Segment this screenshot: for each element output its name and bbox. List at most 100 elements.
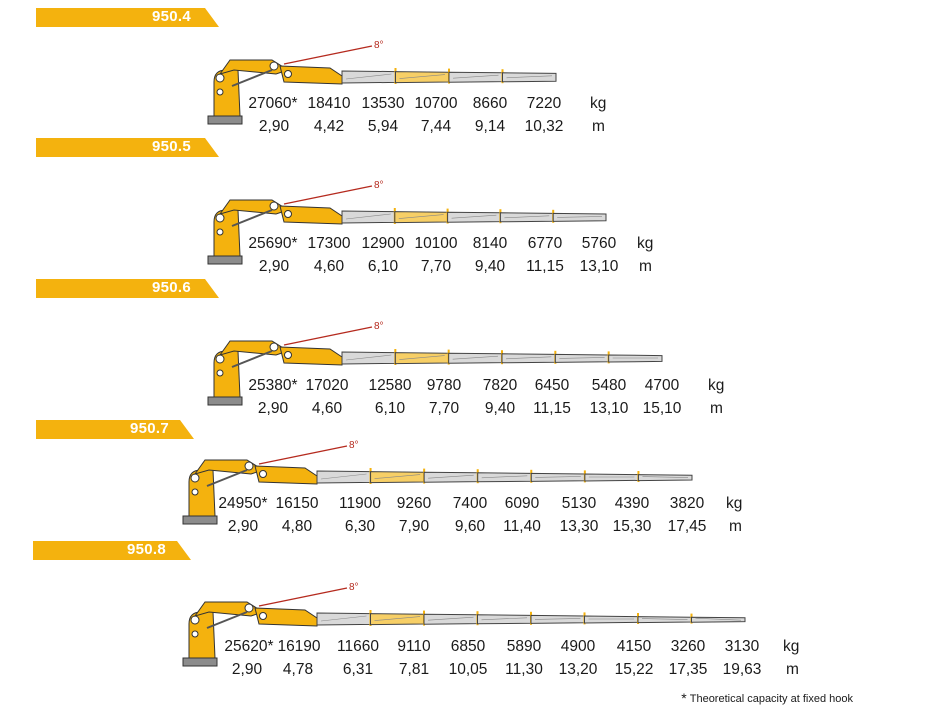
arm-joint xyxy=(269,61,279,71)
load-value: 7220 xyxy=(526,95,562,112)
crane-diagram-950-5: 8° xyxy=(207,180,607,265)
load-value: 24950* xyxy=(218,495,268,512)
reach-unit: m xyxy=(786,661,799,678)
reach-value: 13,10 xyxy=(589,400,629,417)
load-unit: kg xyxy=(590,95,607,112)
pivot-joint xyxy=(215,73,225,83)
boom-extension xyxy=(477,472,532,483)
lift-cylinder xyxy=(206,469,248,487)
pivot-joint xyxy=(215,354,225,364)
reach-value: 4,78 xyxy=(282,661,314,678)
arm-joint xyxy=(284,351,292,359)
pivot-joint xyxy=(215,213,225,223)
boom-extension xyxy=(341,70,396,84)
load-unit: kg xyxy=(708,377,725,394)
boom-hatch xyxy=(505,356,552,360)
load-value: 8140 xyxy=(472,235,508,252)
boom-hatch xyxy=(399,74,446,79)
pivot-joint xyxy=(191,630,199,638)
pivot-joint xyxy=(190,615,200,625)
load-value: 3260 xyxy=(670,638,706,655)
load-value: 27060* xyxy=(248,95,298,112)
model-label-950-6: 950.6 xyxy=(152,279,192,296)
boom-hatch xyxy=(557,216,603,218)
reach-unit: m xyxy=(592,118,605,135)
boom-hatch xyxy=(695,617,742,621)
load-value: 6450 xyxy=(534,377,570,394)
reach-value: 17,35 xyxy=(668,661,708,678)
boom-extension xyxy=(499,212,554,223)
boom-extension xyxy=(341,210,396,224)
boom-hatch xyxy=(398,214,444,219)
reach-value: 9,40 xyxy=(474,258,506,275)
reach-unit: m xyxy=(729,518,742,535)
arm-joint xyxy=(284,70,292,78)
boom-extension xyxy=(448,71,503,83)
lift-cylinder xyxy=(231,350,273,368)
boom-hatch xyxy=(374,616,421,621)
reach-value: 4,60 xyxy=(313,258,345,275)
boom-hatch xyxy=(345,354,392,361)
boom-hatch xyxy=(641,618,688,620)
reach-value: 15,22 xyxy=(614,661,654,678)
boom-extension xyxy=(447,211,501,223)
boom-extension xyxy=(448,352,503,364)
model-tab-950-5 xyxy=(36,138,219,157)
load-value: 5130 xyxy=(561,495,597,512)
boom-hatch xyxy=(374,474,421,479)
base-plate xyxy=(182,515,218,525)
footnote: *Theoretical capacity at fixed hook xyxy=(681,690,853,706)
base-plate xyxy=(182,657,218,667)
boom-extension xyxy=(608,354,663,363)
reach-value: 11,15 xyxy=(526,258,564,275)
model-tab-950-6 xyxy=(36,279,219,298)
load-value: 3130 xyxy=(724,638,760,655)
boom-hatch xyxy=(320,615,367,622)
footnote-symbol: * xyxy=(681,690,687,706)
crane-diagram-950-4: 8° xyxy=(207,40,557,125)
base-plate xyxy=(207,396,243,406)
boom-extension xyxy=(423,613,478,625)
angle-label: 8° xyxy=(374,180,384,191)
reach-value: 13,30 xyxy=(559,518,599,535)
arm-joint xyxy=(244,461,254,471)
load-value: 5760 xyxy=(581,235,617,252)
reach-value: 2,90 xyxy=(227,518,259,535)
load-value: 6090 xyxy=(504,495,540,512)
angle-line xyxy=(283,45,373,65)
pivot-joint xyxy=(191,488,199,496)
boom-hatch xyxy=(534,618,581,620)
boom-extension xyxy=(552,212,607,222)
boom-hatch xyxy=(559,357,605,359)
reach-value: 7,90 xyxy=(398,518,430,535)
base-plate xyxy=(207,255,243,265)
load-value: 7400 xyxy=(452,495,488,512)
load-value: 18410 xyxy=(307,95,351,112)
arm-joint xyxy=(244,603,254,613)
load-value: 7820 xyxy=(482,377,518,394)
load-unit: kg xyxy=(726,495,743,512)
load-value: 10100 xyxy=(414,235,458,252)
load-value: 12900 xyxy=(361,235,405,252)
boom-extension xyxy=(584,615,639,624)
model-tab-950-4 xyxy=(36,8,219,27)
load-value: 9260 xyxy=(396,495,432,512)
lift-cylinder xyxy=(231,209,273,227)
reach-value: 11,40 xyxy=(503,518,541,535)
angle-line xyxy=(283,326,373,346)
angle-line xyxy=(258,587,348,607)
boom-extension xyxy=(584,473,639,482)
model-label-950-8: 950.8 xyxy=(127,541,167,558)
angle-label: 8° xyxy=(349,440,359,451)
angle-label: 8° xyxy=(349,582,359,593)
reach-value: 2,90 xyxy=(258,258,290,275)
load-value: 3820 xyxy=(669,495,705,512)
reach-unit: m xyxy=(639,258,652,275)
boom-hatch xyxy=(535,476,581,478)
reach-value: 6,30 xyxy=(344,518,376,535)
lift-cylinder xyxy=(231,69,273,87)
crane-diagram-950-6: 8° xyxy=(207,321,663,406)
crane-diagram-950-8: 8° xyxy=(182,582,746,667)
reach-value: 11,30 xyxy=(505,661,543,678)
pivot-joint xyxy=(216,228,224,236)
